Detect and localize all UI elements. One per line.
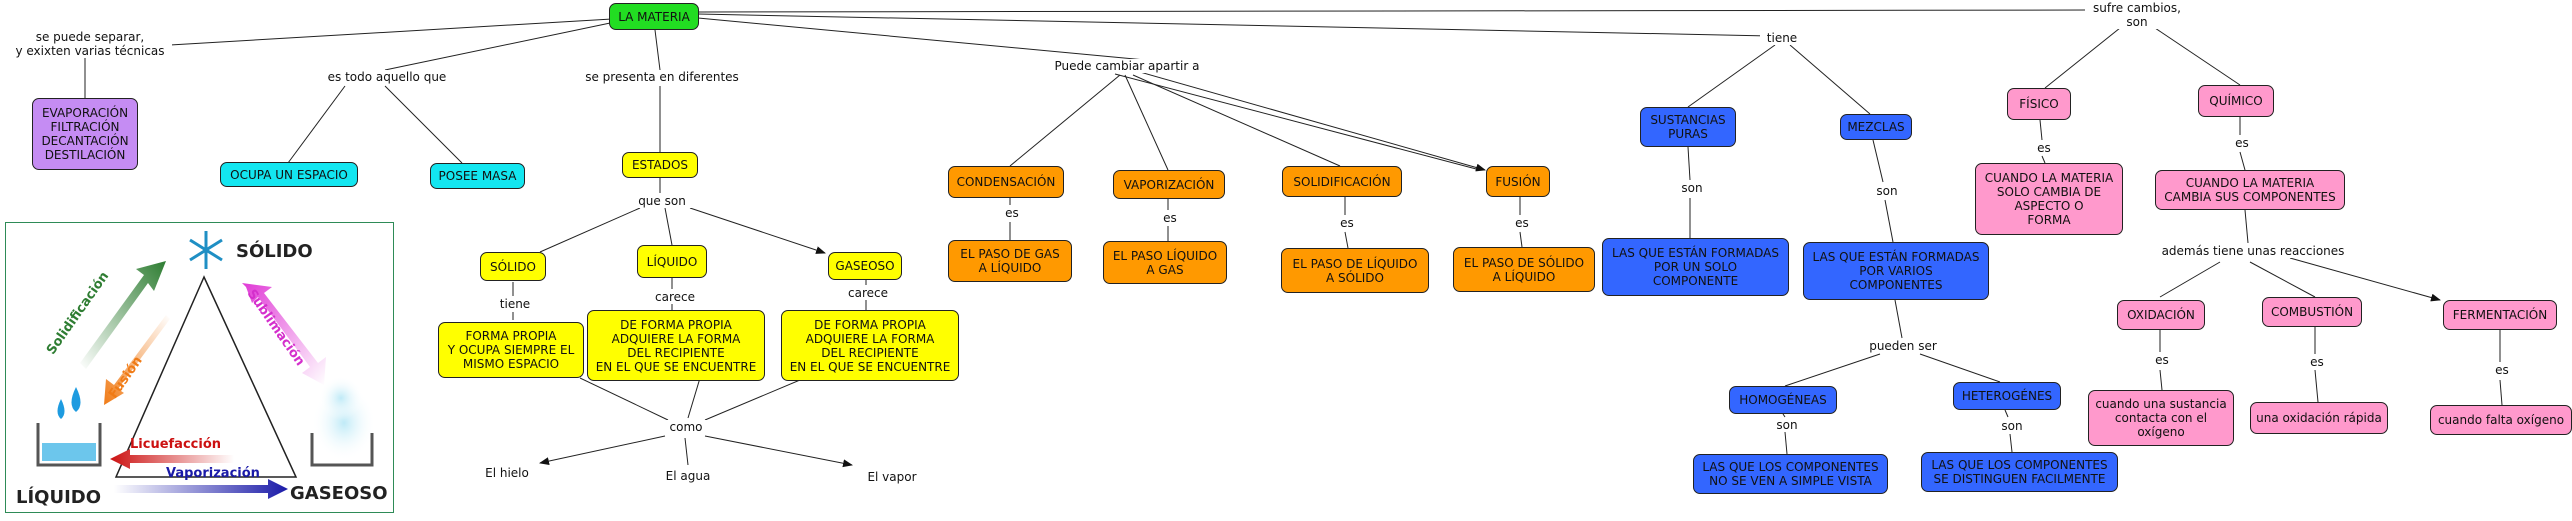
link-es-fusion: es	[1510, 216, 1534, 230]
link-sufre-cambios: sufre cambios, son	[2085, 1, 2189, 29]
link-son-homogeneas: son	[1770, 418, 1804, 432]
node-liquido[interactable]: LÍQUIDO	[637, 245, 707, 278]
node-combustion[interactable]: COMBUSTIÓN	[2262, 297, 2362, 327]
solidificacion-arrow	[80, 261, 166, 369]
phase-label-solido: SÓLIDO	[236, 241, 313, 262]
node-vaporizacion[interactable]: VAPORIZACIÓN	[1113, 170, 1225, 199]
link-es-combustion: es	[2305, 355, 2329, 369]
node-fermentacion[interactable]: FERMENTACIÓN	[2443, 300, 2557, 330]
node-homogeneas-descripcion[interactable]: LAS QUE LOS COMPONENTES NO SE VEN A SIMP…	[1693, 454, 1888, 494]
node-homogeneas[interactable]: HOMOGÉNEAS	[1729, 386, 1837, 414]
node-oxidacion[interactable]: OXIDACIÓN	[2117, 300, 2205, 330]
water-drops-icon	[57, 387, 81, 419]
link-es-vaporizacion: es	[1158, 211, 1182, 225]
link-se-presenta-en-diferentes: se presenta en diferentes	[580, 70, 744, 84]
phase-change-diagram: SÓLIDO LÍQUIDO GASEOSO Solidificación Fu…	[5, 222, 394, 513]
node-la-materia[interactable]: LA MATERIA	[609, 3, 699, 30]
link-es-condensacion: es	[1000, 206, 1024, 220]
link-como: como	[664, 420, 708, 434]
link-carece-liquido: carece	[650, 290, 700, 304]
node-mezclas[interactable]: MEZCLAS	[1840, 114, 1912, 140]
node-solido-descripcion[interactable]: FORMA PROPIA Y OCUPA SIEMPRE EL MISMO ES…	[438, 322, 584, 378]
node-estados[interactable]: ESTADOS	[622, 152, 698, 178]
node-tecnicas-separacion[interactable]: EVAPORACIÓN FILTRACIÓN DECANTACIÓN DESTI…	[32, 98, 138, 170]
node-fermentacion-descripcion[interactable]: cuando falta oxígeno	[2430, 405, 2572, 435]
node-condensacion-descripcion[interactable]: EL PASO DE GAS A LÍQUIDO	[948, 240, 1072, 282]
phase-change-graphics	[36, 231, 376, 499]
link-son-heterogeneas: son	[1995, 419, 2029, 433]
sublimacion-arrow	[242, 283, 326, 385]
link-son-sustancias: son	[1675, 181, 1709, 195]
link-son-mezclas: son	[1870, 184, 1904, 198]
link-es-oxidacion: es	[2150, 353, 2174, 367]
node-sustancias-puras[interactable]: SUSTANCIAS PURAS	[1640, 107, 1736, 147]
node-fisico[interactable]: FÍSICO	[2007, 88, 2071, 120]
node-liquido-descripcion[interactable]: DE FORMA PROPIA ADQUIERE LA FORMA DEL RE…	[587, 310, 765, 381]
node-mezclas-descripcion[interactable]: LAS QUE ESTÁN FORMADAS POR VARIOS COMPON…	[1803, 242, 1989, 300]
node-gaseoso[interactable]: GASEOSO	[828, 252, 902, 280]
link-carece-gaseoso: carece	[843, 286, 893, 300]
snowflake-icon	[189, 231, 223, 269]
node-ocupa-un-espacio[interactable]: OCUPA UN ESPACIO	[220, 162, 358, 187]
example-agua: El agua	[656, 469, 720, 483]
node-combustion-descripcion[interactable]: una oxidación rápida	[2250, 402, 2388, 434]
node-vaporizacion-descripcion[interactable]: EL PASO LÍQUIDO A GAS	[1103, 241, 1227, 284]
node-posee-masa[interactable]: POSEE MASA	[430, 163, 525, 189]
node-fusion-descripcion[interactable]: EL PASO DE SÓLIDO A LÍQUIDO	[1453, 247, 1595, 292]
link-es-todo-aquello-que: es todo aquello que	[320, 70, 454, 84]
node-sustancias-descripcion[interactable]: LAS QUE ESTÁN FORMADAS POR UN SOLO COMPO…	[1602, 238, 1789, 296]
fusion-arrow	[104, 315, 170, 405]
steam-container-icon	[310, 376, 376, 467]
link-es-fermentacion: es	[2490, 363, 2514, 377]
link-tiene: tiene	[1760, 31, 1804, 45]
link-se-puede-separar: se puede separar, y exixten varias técni…	[8, 30, 172, 58]
node-solido[interactable]: SÓLIDO	[480, 252, 546, 281]
node-gaseoso-descripcion[interactable]: DE FORMA PROPIA ADQUIERE LA FORMA DEL RE…	[781, 310, 959, 381]
phase-label-licuefaccion: Licuefacción	[130, 437, 221, 452]
link-pueden-ser: pueden ser	[1863, 339, 1943, 353]
vaporizacion-arrow	[114, 479, 288, 499]
node-quimico[interactable]: QUÍMICO	[2198, 85, 2274, 117]
phase-label-vaporizacion: Vaporización	[166, 466, 260, 481]
phase-label-liquido: LÍQUIDO	[16, 487, 102, 508]
link-que-son: que son	[632, 194, 692, 208]
link-ademas-reacciones: además tiene unas reacciones	[2153, 244, 2353, 258]
node-solidificacion-descripcion[interactable]: EL PASO DE LÍQUIDO A SÓLIDO	[1281, 248, 1429, 293]
example-vapor: El vapor	[855, 470, 929, 484]
node-heterogeneas-descripcion[interactable]: LAS QUE LOS COMPONENTES SE DISTINGUEN FA…	[1921, 452, 2118, 492]
node-oxidacion-descripcion[interactable]: cuando una sustancia contacta con el oxí…	[2088, 390, 2234, 446]
node-condensacion[interactable]: CONDENSACIÓN	[948, 166, 1064, 198]
node-fusion[interactable]: FUSIÓN	[1486, 166, 1550, 197]
node-fisico-descripcion[interactable]: CUANDO LA MATERIA SOLO CAMBIA DE ASPECTO…	[1975, 163, 2123, 235]
link-tiene-solido: tiene	[493, 297, 537, 311]
licuefaccion-arrow	[110, 449, 234, 469]
phase-label-gaseoso: GASEOSO	[290, 483, 388, 504]
link-es-quimico: es	[2230, 136, 2254, 150]
liquid-container-icon	[36, 423, 102, 467]
example-hielo: El hielo	[470, 466, 544, 480]
link-es-fisico: es	[2032, 141, 2056, 155]
node-quimico-descripcion[interactable]: CUANDO LA MATERIA CAMBIA SUS COMPONENTES	[2155, 170, 2345, 210]
link-es-solidificacion: es	[1335, 216, 1359, 230]
node-heterogeneas[interactable]: HETEROGÉNES	[1953, 382, 2061, 410]
node-solidificacion[interactable]: SOLIDIFICACIÓN	[1282, 166, 1402, 197]
link-puede-cambiar: Puede cambiar apartir a	[1045, 59, 1209, 73]
